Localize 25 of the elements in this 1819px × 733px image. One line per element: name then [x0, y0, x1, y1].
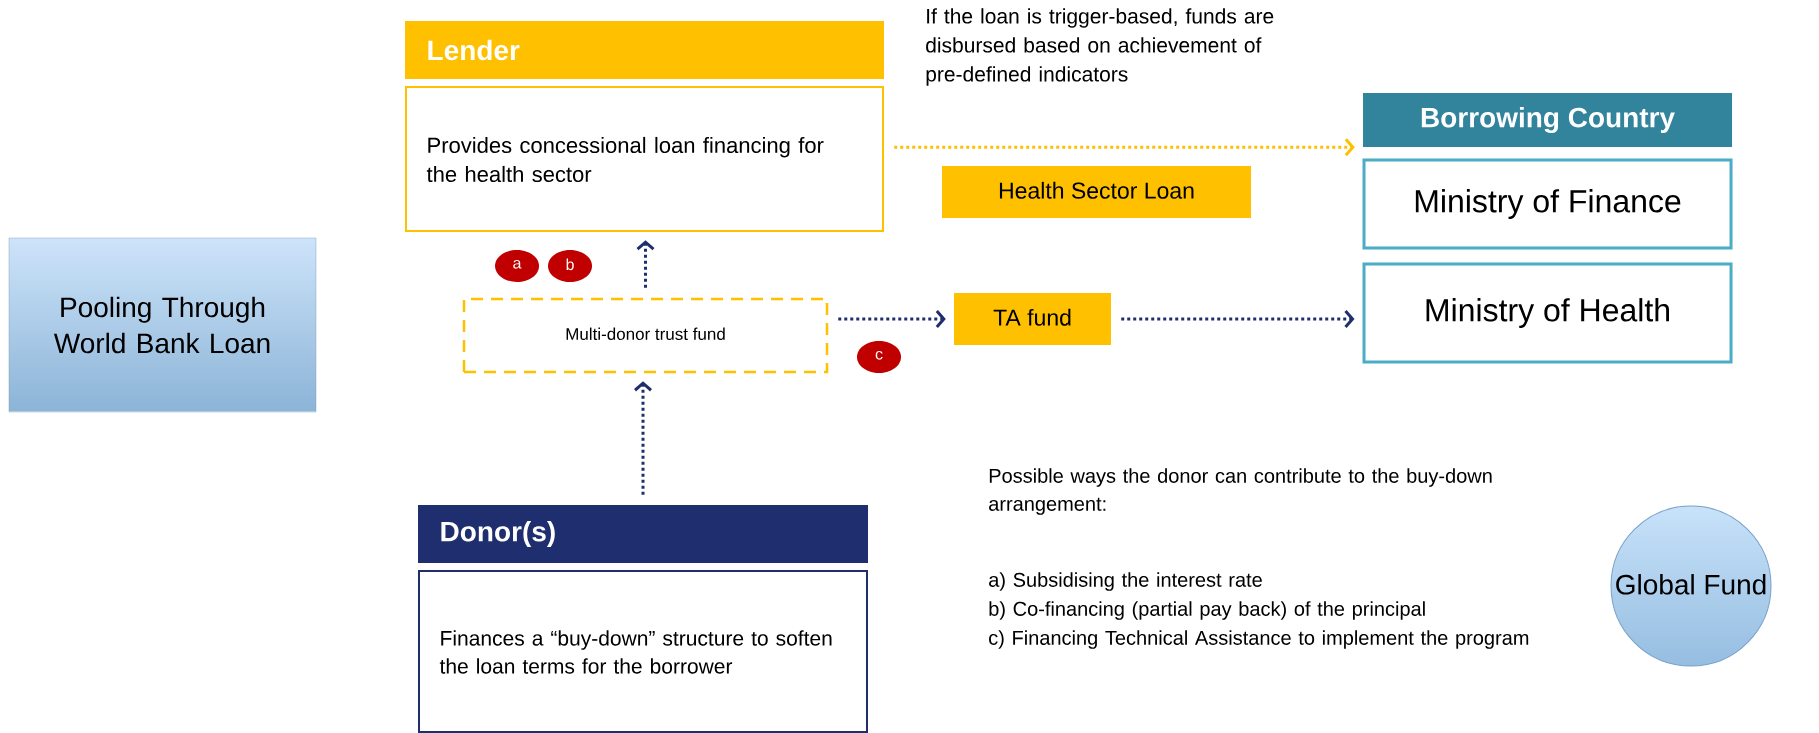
node-label: Donor(s) — [441, 520, 555, 548]
letter-badge: b — [548, 250, 592, 282]
lender-card: Lender Provides concessional loan financing for the health sector — [405, 21, 884, 232]
label-box: Health Sector Loan — [942, 166, 1251, 218]
arrow — [1121, 310, 1355, 328]
header-box: Borrowing Country — [1363, 93, 1733, 147]
arrow — [634, 381, 652, 495]
label-box: TA fund — [954, 293, 1111, 345]
dashed-box: Multi-donor trust fund — [462, 297, 829, 374]
node-label: Lender — [428, 39, 520, 61]
letter-badge: c — [857, 341, 901, 373]
note-text: a) Subsidising the interest rate — [989, 572, 1262, 591]
arrow — [636, 240, 655, 288]
letter-badge: a — [495, 250, 539, 282]
circle-node: Global Fund — [1610, 505, 1772, 667]
note-text: If the loan is trigger-based, funds are disbursed based on achievement of pre-defined indicators — [926, 8, 1274, 86]
arrow — [838, 310, 946, 328]
process-box: Pooling Through World Bank Loan — [8, 237, 317, 413]
donor-card: Donor(s) Finances a “buy-down” structure to soften the loan terms for the borrower — [418, 505, 868, 733]
process-box: Ministry of Health — [1362, 262, 1733, 364]
process-box: Ministry of Finance — [1362, 158, 1733, 250]
note-text: Possible ways the donor can contribute to the buy-down arrangement: — [989, 468, 1492, 515]
note-text: b) Co-financing (partial pay back) of the principal — [989, 601, 1425, 620]
note-text: c) Financing Technical Assistance to implement the program — [989, 630, 1529, 649]
arrow — [894, 138, 1355, 157]
